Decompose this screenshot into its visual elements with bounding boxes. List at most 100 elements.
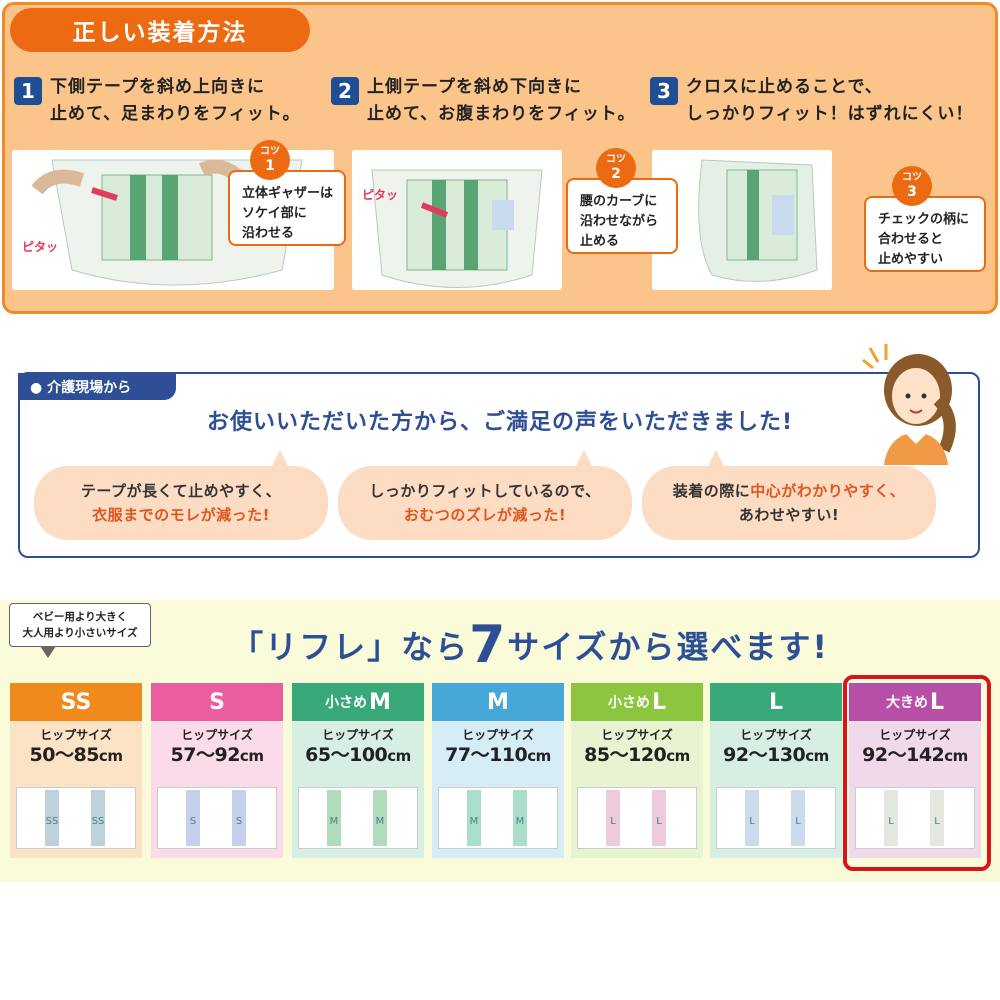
hip-size-value: 92〜130	[723, 744, 806, 766]
voice-3-line-1-highlight: 中心がわかりやすく、	[750, 482, 906, 500]
tip-1-line-2: ソケイ部に	[242, 206, 307, 221]
step-1-line-2: 止めて、足まわりをフィット。	[50, 104, 301, 124]
hip-size-range: 77〜110cm	[432, 743, 564, 768]
voice-1-line-2: 衣服までのモレが減った!	[92, 506, 270, 524]
step-3-photo	[652, 150, 832, 290]
diaper-stripe-2	[930, 790, 944, 846]
size-prefix: 大きめ	[885, 695, 928, 711]
size-card-header: L	[710, 683, 842, 721]
diaper-size-mark-2: L	[795, 816, 801, 827]
hip-size-value: 65〜100	[305, 744, 388, 766]
hip-size-label: ヒップサイズ	[601, 728, 673, 742]
hip-size-label: ヒップサイズ	[879, 728, 951, 742]
hip-size-range: 57〜92cm	[151, 743, 283, 768]
diaper-size-mark-2: M	[376, 816, 385, 827]
size-note-line-1: ベビー用より大きく	[32, 611, 128, 623]
voice-bubble-tail-3	[706, 450, 726, 470]
voice-bubble-2: しっかりフィットしているので、 おむつのズレが減った!	[338, 466, 632, 540]
step-3-line-2: しっかりフィット！はずれにくい！	[686, 104, 974, 124]
pitatto-label-1: ピタッ	[22, 240, 59, 254]
sizes-headline: 「リフレ」なら7サイズから選べます!	[180, 615, 880, 675]
hip-size-label: ヒップサイズ	[322, 728, 394, 742]
sizes-headline-post: サイズから選べます!	[507, 628, 829, 666]
hip-size-value: 92〜142	[862, 744, 945, 766]
voice-2-line-1: しっかりフィットしているので、	[369, 482, 601, 500]
diaper-stripe-1	[745, 790, 759, 846]
diaper-stripe-2	[513, 790, 527, 846]
tip-2-badge-number: 2	[611, 166, 621, 182]
size-note: ベビー用より大きく 大人用より小さいサイズ	[9, 603, 151, 647]
diaper-stripe-1	[327, 790, 341, 846]
tip-3-line-2: 合わせると	[878, 232, 944, 247]
step-3: 3 クロスに止めることで、 しっかりフィット！はずれにくい！	[650, 74, 973, 128]
size-prefix: 小さめ	[325, 695, 368, 711]
step-1-text: 下側テープを斜め上向きに 止めて、足まわりをフィット。	[50, 74, 300, 128]
diaper-size-mark-2: SS	[92, 816, 105, 827]
sizes-headline-pre: 「リフレ」なら	[231, 628, 470, 666]
hip-size-unit: cm	[805, 747, 829, 765]
diaper-stripe-1	[467, 790, 481, 846]
hip-size-value: 57〜92	[170, 744, 241, 766]
voice-3-line-1: 装着の際に中心がわかりやすく、	[673, 479, 906, 503]
size-name: SS	[60, 689, 92, 715]
size-name: L	[651, 689, 667, 715]
diaper-size-mark-1: L	[749, 816, 755, 827]
diaper-size-mark-2: L	[934, 816, 940, 827]
size-name: M	[369, 689, 391, 715]
voice-bubble-tail-2	[574, 450, 594, 470]
step-2-line-2: 止めて、お腹まわりをフィット。	[367, 104, 636, 124]
hip-size-value: 50〜85	[29, 744, 100, 766]
tip-1-line-3: 沿わせる	[242, 226, 295, 241]
tip-3-badge-label: コツ	[902, 172, 922, 183]
tip-1-badge-label: コツ	[260, 146, 280, 157]
voice-bubble-tail-1	[270, 450, 290, 470]
sizes-headline-number: 7	[469, 615, 508, 675]
tip-3-line-1: チェックの柄に	[878, 212, 970, 227]
hip-size-range: 92〜142cm	[849, 743, 981, 768]
diaper-size-mark-1: L	[888, 816, 894, 827]
voices-headline: お使いいただいた方から、ご満足の声をいただきました!	[206, 410, 794, 435]
diaper-size-mark-1: M	[470, 816, 479, 827]
size-note-tail	[40, 646, 56, 658]
how-to-wear-title: 正しい装着方法	[10, 8, 310, 52]
diaper-stripe-1	[884, 790, 898, 846]
size-card-header: SS	[10, 683, 142, 721]
size-note-line-2: 大人用より小さいサイズ	[22, 627, 138, 639]
diaper-stripe-2	[373, 790, 387, 846]
hip-size-label: ヒップサイズ	[462, 728, 534, 742]
voice-2-line-2: おむつのズレが減った!	[403, 506, 567, 524]
size-name: M	[487, 689, 509, 715]
hip-size-unit: cm	[527, 747, 551, 765]
hip-size-label: ヒップサイズ	[40, 728, 112, 742]
tip-1-badge-number: 1	[265, 158, 275, 174]
size-card-header: M	[432, 683, 564, 721]
size-prefix: 小さめ	[607, 695, 650, 711]
diaper-stripe-2	[652, 790, 666, 846]
diaper-size-mark-1: L	[610, 816, 616, 827]
